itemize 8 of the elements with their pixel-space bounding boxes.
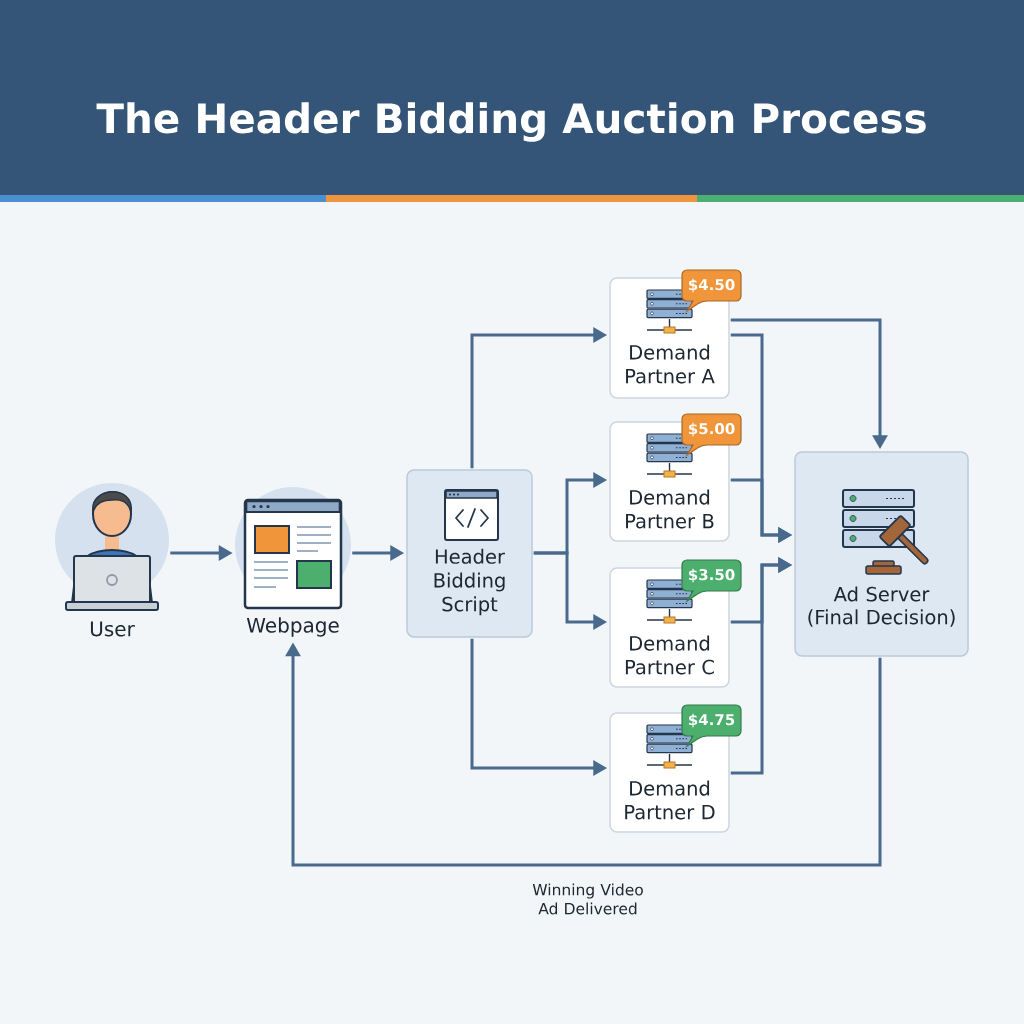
price-bubble: $5.00 [681,413,742,456]
node-label: Webpage [246,617,339,637]
title: The Header Bidding Auction Process [96,102,926,142]
price-bubble: $4.50 [681,269,742,312]
price-bubble: $3.50 [681,559,742,602]
price-bubble: $4.75 [681,704,742,747]
edge-label: Winning Video Ad Delivered [520,881,656,917]
node-label: User [90,621,135,637]
